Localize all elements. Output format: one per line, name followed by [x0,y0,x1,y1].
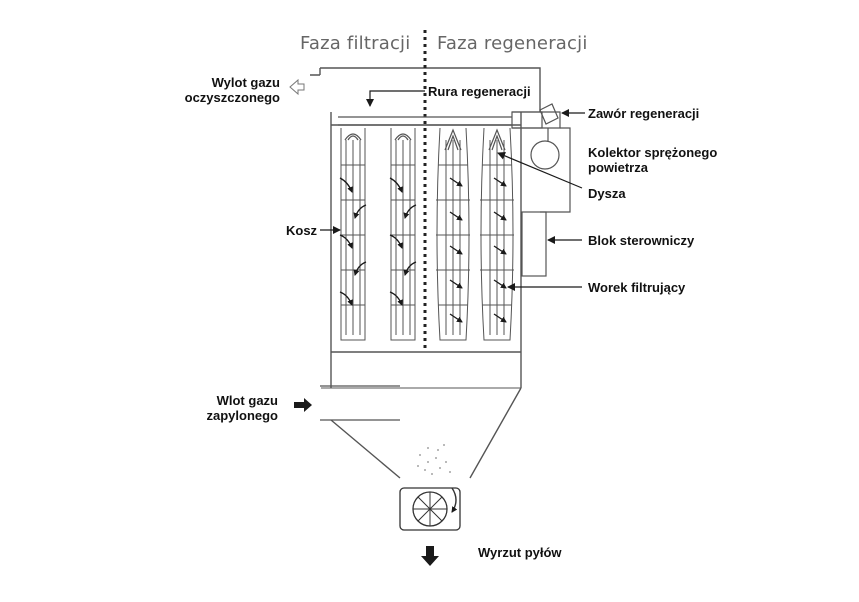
outlet-arrow [289,78,305,96]
dust-particles [417,444,451,475]
control-unit-label: Blok sterowniczy [588,233,695,248]
regen-pipe-label: Rura regeneracji [428,84,531,99]
regeneration-valve-body [530,103,571,213]
phase-filtration-label: Faza filtracji [300,33,411,54]
regen-valve-label: Zawór regeneracji [588,106,700,121]
leader-regen-pipe [366,90,425,107]
gas-flow-arrows [339,177,507,323]
rotary-valve [399,487,461,531]
filter-bag-label: Worek filtrujący [588,280,686,295]
filter-bag [436,127,470,341]
collector-label-line2: powietrza [588,160,648,175]
collector-label-line1: Kolektor sprężonego [588,145,718,160]
dust-discharge-label: Wyrzut pyłów [478,545,562,560]
filter-bag [390,128,416,341]
collector-label: Kolektor sprężonego powietrza [588,145,717,175]
nozzle-jets [344,128,506,151]
compressed-air-collector [530,140,560,170]
filter-bag [480,127,514,341]
inlet-arrow [294,398,312,412]
filter-bags [340,127,514,341]
inlet-label: Wlot gazu zapylonego [180,393,278,423]
inlet-label-line2: zapylonego [206,408,278,423]
filter-bag [340,128,366,341]
outlet-label-line2: oczyszczonego [184,90,280,105]
regeneration-pipe [338,111,561,129]
outlet-label-line1: Wylot gazu [211,75,280,90]
leader-nozzle [497,152,583,189]
outlet-label: Wylot gazu oczyszczonego [170,75,280,105]
basket-label: Kosz [286,223,318,238]
control-unit-box [521,211,547,277]
leader-lines [320,90,585,291]
nozzle-label: Dysza [588,186,626,201]
inlet-label-line1: Wlot gazu [216,393,278,408]
dust-discharge-arrow [421,546,439,566]
phase-regeneration-label: Faza regeneracji [437,33,588,54]
